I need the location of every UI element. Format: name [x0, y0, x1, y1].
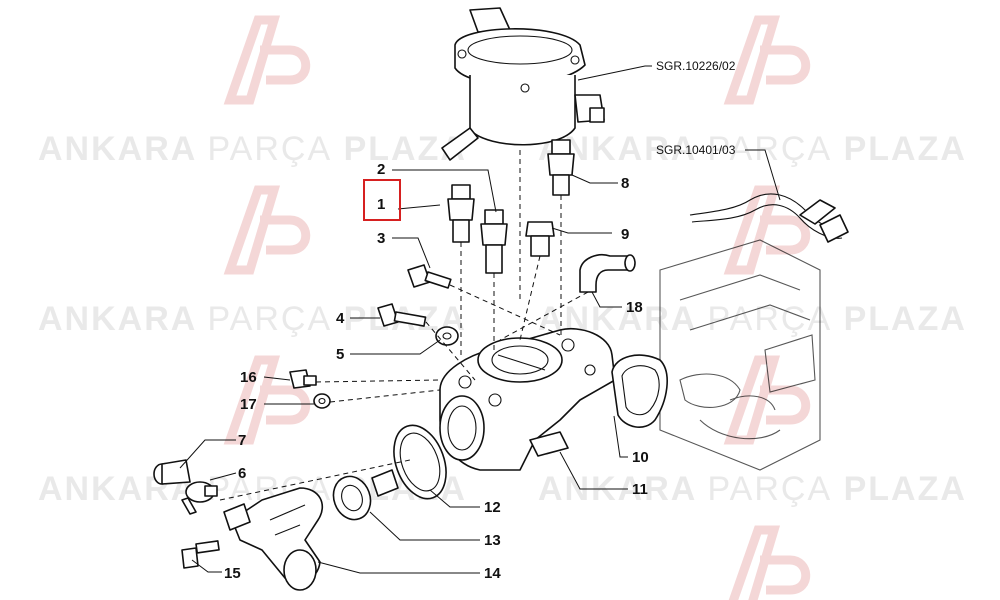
callout-17[interactable]: 17 — [240, 396, 257, 413]
callout-3[interactable]: 3 — [377, 230, 385, 247]
top-housing-assembly[interactable] — [441, 7, 605, 161]
part-5-washer[interactable] — [435, 326, 459, 346]
part-11-housing[interactable] — [439, 328, 616, 471]
part-6-clamp[interactable] — [181, 481, 218, 515]
watermark-logos — [223, 15, 811, 600]
part-7-spigot[interactable] — [153, 459, 191, 485]
callout-2[interactable]: 2 — [377, 161, 385, 178]
ref-sgr-10226: SGR.10226/02 — [656, 59, 736, 73]
leader-lines — [179, 169, 628, 574]
callout-9[interactable]: 9 — [621, 226, 629, 243]
part-13-thermostat[interactable] — [328, 469, 399, 525]
part-8-sensor[interactable] — [547, 139, 575, 196]
part-17-washer[interactable] — [313, 393, 331, 409]
engine-block — [659, 239, 821, 471]
callout-15[interactable]: 15 — [224, 565, 241, 582]
part-12-oring[interactable] — [384, 418, 455, 506]
callout-6[interactable]: 6 — [238, 465, 246, 482]
callout-11[interactable]: 11 — [632, 481, 648, 498]
part-3-bolt[interactable] — [407, 264, 452, 289]
watermark-logo — [223, 15, 311, 105]
watermark-logo — [728, 525, 811, 600]
part-14-cover[interactable] — [223, 487, 324, 591]
part-9-plug[interactable] — [525, 221, 555, 257]
highlight-box-part-1 — [363, 179, 401, 221]
leader-sgr-10401 — [745, 149, 781, 201]
pipe-assembly[interactable] — [689, 193, 849, 243]
callout-16[interactable]: 16 — [240, 369, 257, 386]
watermark-row-2b: ANKARA PARÇA PLAZA — [538, 300, 967, 338]
callout-12[interactable]: 12 — [484, 499, 501, 516]
callout-10[interactable]: 10 — [632, 449, 649, 466]
assembly-lines — [219, 150, 589, 501]
part-1-sensor[interactable] — [447, 184, 475, 243]
part-4-bolt[interactable] — [377, 303, 427, 327]
ref-sgr-10401: SGR.10401/03 — [656, 143, 736, 157]
watermark-row-1: ANKARA PARÇA PLAZA — [38, 130, 467, 168]
watermark-logo — [223, 185, 311, 275]
watermark-row-1b: ANKARA PARÇA PLAZA — [538, 130, 967, 168]
callout-7[interactable]: 7 — [238, 432, 246, 449]
leader-sgr-10226 — [577, 65, 652, 81]
watermark-logo — [723, 15, 811, 105]
part-2-sensor[interactable] — [480, 209, 508, 274]
callout-8[interactable]: 8 — [621, 175, 629, 192]
part-18-elbow[interactable] — [579, 254, 636, 293]
callout-14[interactable]: 14 — [484, 565, 501, 582]
callout-18[interactable]: 18 — [626, 299, 643, 316]
watermark-logo — [723, 185, 811, 275]
callout-4[interactable]: 4 — [336, 310, 345, 327]
watermark-logo — [223, 355, 311, 445]
callout-13[interactable]: 13 — [484, 532, 501, 549]
callout-numbers: 1 2 3 4 5 16 17 7 6 15 8 9 18 10 11 12 1… — [224, 161, 649, 582]
watermark-logo — [723, 355, 811, 445]
part-16-plug[interactable] — [289, 369, 317, 389]
part-10-gasket[interactable] — [611, 354, 668, 428]
part-15-bolt[interactable] — [181, 540, 220, 569]
callout-5[interactable]: 5 — [336, 346, 344, 363]
callout-1[interactable]: 1 — [377, 196, 385, 213]
